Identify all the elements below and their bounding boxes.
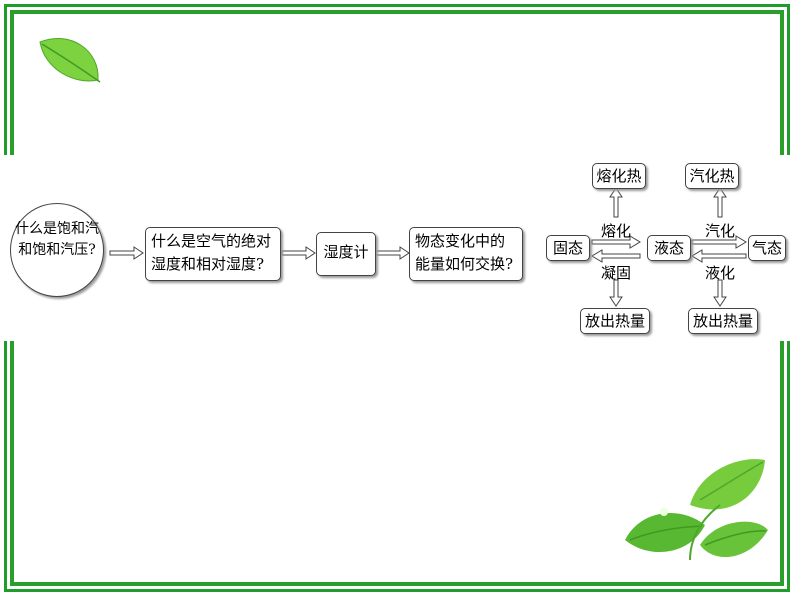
question-humidity-text: 什么是空气的绝对湿度和相对湿度?	[151, 232, 272, 273]
leaf-icon	[39, 37, 101, 83]
solid-state-box: 固态	[546, 235, 590, 261]
question-energy-text: 物态变化中的能量如何交换?	[415, 232, 514, 273]
heat-of-vaporization-box: 汽化热	[685, 163, 739, 189]
heat-of-vaporization-label: 汽化热	[689, 167, 735, 185]
release-heat-label-left: 放出热量	[584, 312, 645, 330]
gas-label: 气态	[751, 239, 782, 257]
arrow-right	[281, 246, 316, 260]
flow-arrows	[109, 246, 410, 260]
liquid-state-box: 液态	[647, 235, 691, 261]
question-energy-exchange: 物态变化中的能量如何交换?	[409, 227, 523, 281]
solidifying-label: 凝固	[601, 264, 632, 282]
question-humidity: 什么是空气的绝对湿度和相对湿度?	[145, 227, 281, 281]
question-saturated-vapor: 什么是饱和汽和饱和汽压?	[10, 203, 104, 297]
release-heat-box-right: 放出热量	[688, 308, 758, 334]
melting-label: 熔化	[601, 222, 632, 240]
release-heat-label-right: 放出热量	[692, 312, 753, 330]
liquid-label: 液态	[653, 239, 684, 257]
release-heat-box-left: 放出热量	[580, 308, 650, 334]
arrow-right	[109, 246, 144, 260]
hygrometer-box: 湿度计	[316, 232, 376, 276]
solid-label: 固态	[552, 239, 583, 257]
vaporizing-label: 汽化	[705, 222, 736, 240]
arrow-right	[375, 246, 410, 260]
heat-of-fusion-box: 熔化热	[592, 163, 646, 189]
liquefying-label: 液化	[705, 264, 736, 282]
heat-of-fusion-label: 熔化热	[596, 167, 642, 185]
hygrometer-label: 湿度计	[323, 243, 369, 261]
gas-state-box: 气态	[748, 235, 786, 261]
leaves-icon	[625, 459, 768, 561]
phase-arrows	[591, 187, 747, 307]
